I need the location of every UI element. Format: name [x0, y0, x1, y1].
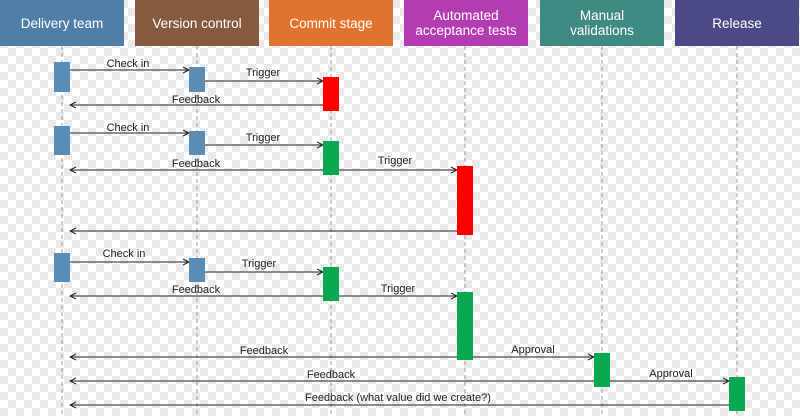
message-label: Approval [511, 344, 554, 356]
lane-title-commit: Commit stage [289, 16, 372, 31]
lane-header-manual [540, 0, 664, 46]
lane-title-team: Delivery team [21, 16, 104, 31]
message-label: Feedback [172, 94, 221, 106]
lane-title-auto: acceptance tests [415, 23, 517, 38]
activation-bar-commit-fail [323, 77, 339, 111]
lane-header-team [0, 0, 124, 46]
message-label: Feedback (what value did we create?) [305, 392, 491, 404]
lane-title-auto: Automated [433, 8, 498, 23]
activation-bar-team-neutral [54, 253, 70, 282]
activation-bars [54, 62, 745, 411]
lane-title-manual: validations [570, 23, 634, 38]
activation-bar-vc-neutral [189, 131, 205, 155]
message-label: Trigger [242, 258, 277, 270]
activation-bar-commit-pass [323, 267, 339, 301]
message-label: Trigger [246, 132, 281, 144]
activation-bar-release-pass [729, 377, 745, 411]
lane-headers: Delivery team Version control Commit stage… [0, 0, 799, 46]
activation-bar-team-neutral [54, 126, 70, 155]
message-label: Approval [649, 368, 692, 380]
activation-bar-team-neutral [54, 62, 70, 92]
activation-bar-vc-neutral [189, 67, 205, 92]
lane-title-release: Release [712, 16, 762, 31]
message-label: Check in [103, 248, 146, 260]
message-label: Feedback [240, 345, 289, 357]
message-label: Trigger [378, 155, 413, 167]
lane-title-vc: Version control [152, 16, 241, 31]
activation-bar-manual-pass [594, 353, 610, 387]
lane-title-manual: Manual [580, 8, 624, 23]
message-label: Feedback [307, 369, 356, 381]
activation-bar-auto-pass [457, 292, 473, 360]
lane-header-release [675, 0, 799, 46]
activation-bar-auto-fail [457, 166, 473, 235]
message-label: Feedback [172, 158, 221, 170]
message-label: Check in [107, 122, 150, 134]
activation-bar-commit-pass [323, 141, 339, 175]
message-label: Trigger [381, 283, 416, 295]
lane-header-vc [135, 0, 259, 46]
message-label: Trigger [246, 67, 281, 79]
message-label: Feedback [172, 284, 221, 296]
lane-header-commit [269, 0, 393, 46]
message-label: Check in [107, 58, 150, 70]
lane-header-auto [404, 0, 528, 46]
activation-bar-vc-neutral [189, 258, 205, 282]
